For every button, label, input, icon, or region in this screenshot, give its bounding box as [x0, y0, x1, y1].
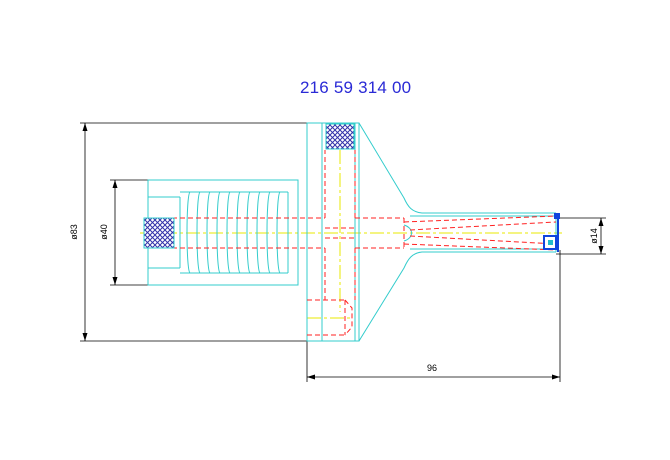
hidden-lines: [148, 150, 557, 336]
seal-section-left: [143, 217, 175, 249]
dim-length: 96: [427, 363, 437, 373]
dim-overall-diameter: ø83: [69, 224, 79, 240]
part-number-title: 216 59 314 00: [300, 78, 412, 97]
centerlines: [140, 150, 562, 319]
dimension-arrows: [82, 123, 604, 380]
tip-marker-inner: [548, 240, 553, 245]
dimension-lines: [80, 122, 606, 382]
dim-inner-diameter: ø40: [99, 224, 109, 240]
dim-tip-diameter: ø14: [589, 228, 599, 244]
seal-section-top: [325, 123, 355, 150]
